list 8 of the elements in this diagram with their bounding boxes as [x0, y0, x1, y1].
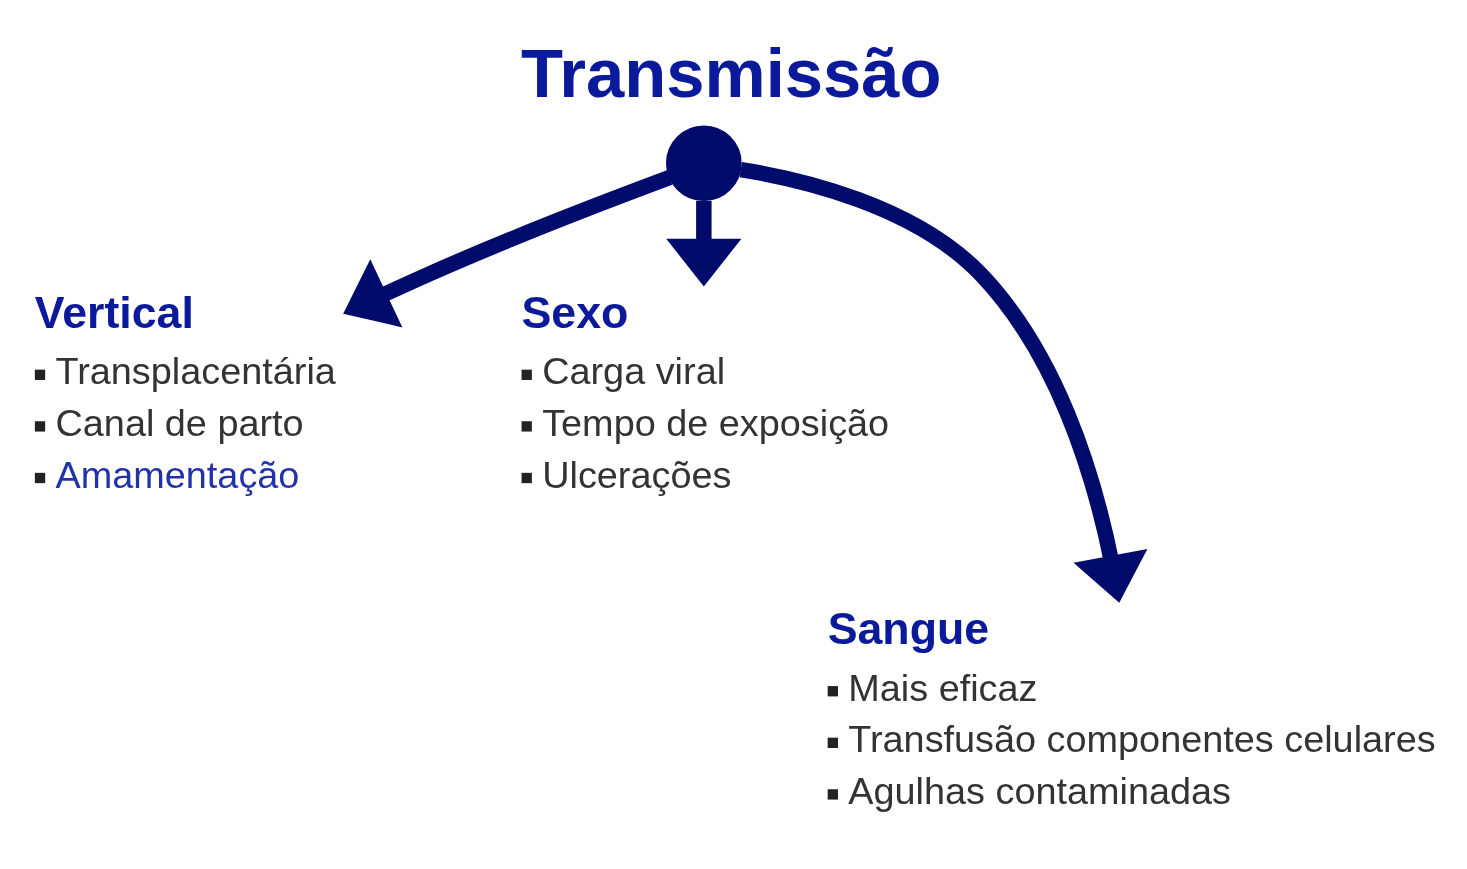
- arrow: [343, 169, 673, 327]
- node-text: Sangue Mais eficaz Transfusão componentes celulares Agulhas contaminadas: [827, 603, 1436, 812]
- arrow: [666, 200, 742, 286]
- node-text: Sexo Carga viral Tempo de exposição Ulcerações: [521, 287, 890, 496]
- node-text: Vertical Transplacentária Canal de parto Amamentação: [34, 287, 336, 496]
- diagram-title: Transmissão: [521, 34, 942, 112]
- node-arrow: [666, 124, 742, 201]
- arrow: [739, 161, 1148, 603]
